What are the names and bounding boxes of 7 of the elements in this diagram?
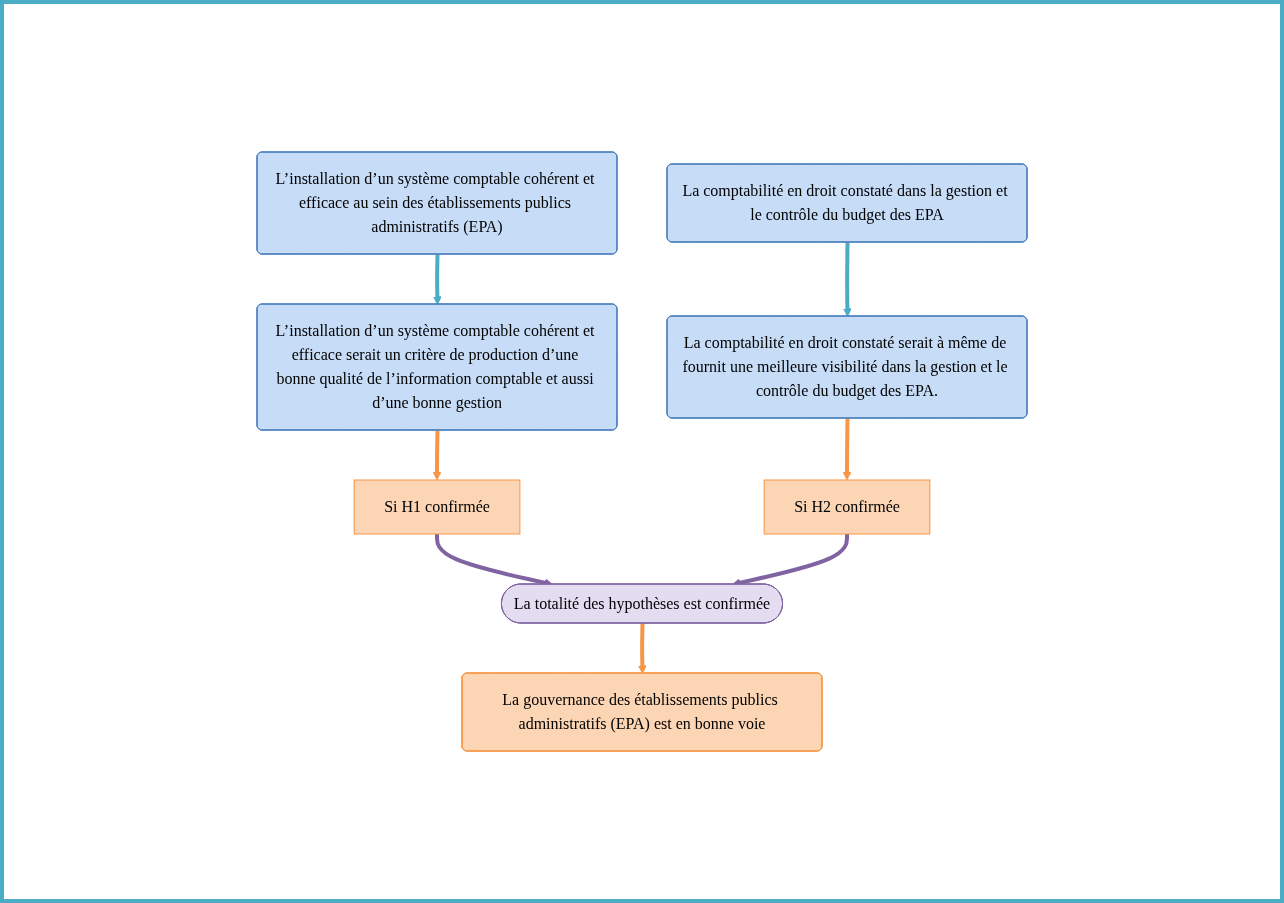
arrow bbox=[432, 254, 442, 305]
node-box: Si H2 confirmée bbox=[763, 479, 931, 535]
arrow bbox=[637, 623, 647, 674]
arrow bbox=[432, 430, 442, 481]
arrow bbox=[842, 418, 852, 481]
arrow bbox=[843, 242, 852, 317]
node-box: Si H1 confirmée bbox=[353, 479, 521, 535]
